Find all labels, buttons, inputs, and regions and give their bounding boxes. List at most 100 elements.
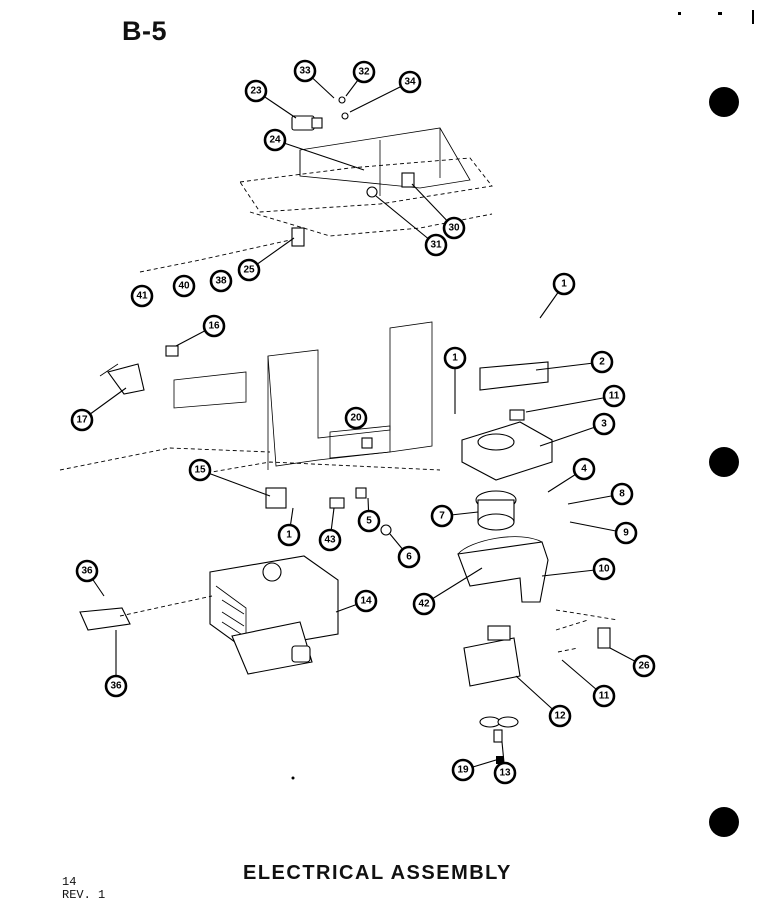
bracket-15 — [265, 487, 287, 509]
callout-16: 16 — [202, 314, 226, 338]
callout-32: 32 — [352, 60, 376, 84]
svg-text:3: 3 — [601, 419, 607, 430]
hv-connector-16-17 — [99, 345, 247, 409]
svg-text:32: 32 — [358, 67, 370, 78]
svg-text:15: 15 — [194, 465, 206, 476]
svg-text:1: 1 — [452, 353, 458, 364]
callout-33: 33 — [293, 59, 317, 83]
nut-31 — [366, 186, 378, 198]
svg-text:42: 42 — [418, 599, 430, 610]
callout-43: 43 — [318, 528, 342, 552]
callout-10: 10 — [592, 557, 616, 581]
callout-7: 7 — [430, 504, 454, 528]
svg-text:11: 11 — [599, 691, 610, 702]
svg-text:13: 13 — [499, 768, 511, 779]
callout-11-lower: 11 — [592, 684, 616, 708]
bracket-25 — [291, 227, 305, 247]
callout-2: 2 — [590, 350, 614, 374]
svg-text:1: 1 — [286, 530, 292, 541]
callout-25: 25 — [237, 258, 261, 282]
callout-20: 20 — [344, 406, 368, 430]
callout-26: 26 — [632, 654, 656, 678]
callout-19: 19 — [451, 758, 475, 782]
svg-text:1: 1 — [561, 279, 567, 290]
callout-40: 40 — [172, 274, 196, 298]
stirrer-cover-10 — [457, 536, 549, 603]
interlock-switch-23 — [291, 115, 323, 131]
screw-19 — [496, 756, 504, 764]
callout-15: 15 — [188, 458, 212, 482]
callout-38-top: 38 — [209, 269, 233, 293]
svg-text:5: 5 — [366, 516, 372, 527]
callout-5: 5 — [357, 509, 381, 533]
callout-12: 12 — [548, 704, 572, 728]
callout-11-upper: 11 — [602, 384, 626, 408]
callout-17: 17 — [70, 408, 94, 432]
svg-text:2: 2 — [599, 357, 605, 368]
page-number: 14 — [62, 875, 77, 889]
bracket-36 — [79, 607, 131, 631]
binder-hole-top — [709, 87, 739, 117]
svg-text:19: 19 — [457, 765, 469, 776]
svg-text:38: 38 — [215, 276, 227, 287]
svg-text:33: 33 — [299, 66, 311, 77]
clip-43 — [329, 497, 345, 509]
callout-41: 41 — [130, 284, 154, 308]
revision-label: REV. 1 — [62, 888, 106, 902]
callout-34: 34 — [398, 70, 422, 94]
callout-4: 4 — [572, 457, 596, 481]
binder-hole-bottom — [709, 807, 739, 837]
svg-text:24: 24 — [269, 135, 281, 146]
diagram-title: ELECTRICAL ASSEMBLY — [243, 862, 512, 884]
svg-text:41: 41 — [136, 291, 148, 302]
svg-text:6: 6 — [406, 552, 412, 563]
callout-36-upper: 36 — [75, 559, 99, 583]
callout-1-lower: 1 — [277, 523, 301, 547]
clip-5 — [355, 487, 367, 499]
callout-8: 8 — [610, 482, 634, 506]
svg-text:43: 43 — [324, 535, 336, 546]
svg-text:23: 23 — [250, 86, 262, 97]
callout-9: 9 — [614, 521, 638, 545]
thermostat-11 — [509, 409, 525, 421]
small-parts-32-34 — [338, 96, 349, 120]
callout-23: 23 — [244, 79, 268, 103]
callout-36-lower: 36 — [104, 674, 128, 698]
callout-1-middle: 1 — [443, 346, 467, 370]
switch-bracket-30 — [401, 172, 415, 188]
main-chassis-panel — [267, 321, 433, 470]
svg-text:34: 34 — [404, 77, 416, 88]
fan-motor-7 — [475, 490, 517, 531]
callout-24: 24 — [263, 128, 287, 152]
callout-3: 3 — [592, 412, 616, 436]
callout-14: 14 — [354, 589, 378, 613]
nut-6 — [380, 524, 392, 536]
svg-text:11: 11 — [609, 391, 620, 402]
svg-text:10: 10 — [598, 564, 610, 575]
svg-text:7: 7 — [439, 511, 445, 522]
callout-6: 6 — [397, 545, 421, 569]
svg-text:4: 4 — [581, 464, 587, 475]
callout-31: 31 — [424, 233, 448, 257]
binder-hole-middle — [709, 447, 739, 477]
stirrer-motor-12 — [463, 625, 521, 687]
callout-13: 13 — [493, 761, 517, 785]
svg-text:17: 17 — [76, 415, 88, 426]
magnetron-14 — [209, 555, 339, 675]
svg-text:20: 20 — [350, 413, 362, 424]
svg-text:26: 26 — [638, 661, 650, 672]
bracket-26 — [597, 627, 611, 649]
callout-30: 30 — [442, 216, 466, 240]
page-label: B-5 — [122, 16, 168, 46]
svg-text:36: 36 — [110, 681, 122, 692]
stirrer-fan-13 — [479, 716, 519, 743]
svg-text:14: 14 — [360, 596, 372, 607]
svg-text:36: 36 — [81, 566, 93, 577]
svg-text:16: 16 — [208, 321, 220, 332]
svg-text:30: 30 — [448, 223, 460, 234]
callout-42: 42 — [412, 592, 436, 616]
svg-text:40: 40 — [178, 281, 190, 292]
callout-1-top: 1 — [552, 272, 576, 296]
svg-text:31: 31 — [430, 240, 442, 251]
